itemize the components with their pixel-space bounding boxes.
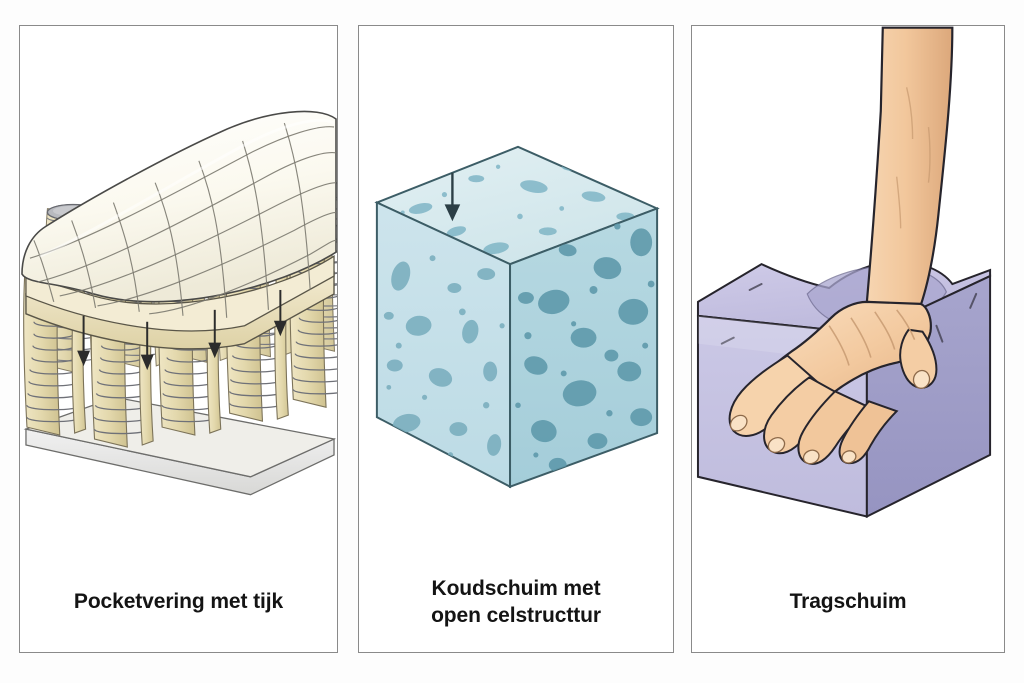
caption-line: Pocketvering met tijk [73,590,284,614]
memory-foam-illustration [692,26,1004,546]
panel-pocket-spring: Pocketvering met tijk [19,25,338,653]
panel-caption-memory-foam: Tragschuim [692,588,1004,616]
cold-foam-illustration [359,26,673,546]
panel-caption-pocket-spring: Pocketvering met tijk [20,588,337,616]
pocket-spring-illustration [20,26,337,546]
pressure-arrows [77,289,287,371]
caption-line: open celstructtur [431,604,601,628]
caption-line: Tragschuim [789,590,907,614]
hand-pressing [728,26,954,465]
memory-foam-block [696,260,992,519]
panel-cold-foam: Koudschuim met open celstructtur [358,25,674,653]
caption-line: Koudschuim met [431,576,601,600]
panel-memory-foam: Tragschuim [691,25,1005,653]
foam-right-face [509,207,659,489]
panel-caption-cold-foam: Koudschuim met open celstructtur [359,575,673,630]
pressure-arrow [444,172,461,222]
quilted-mattress-top [21,110,337,350]
